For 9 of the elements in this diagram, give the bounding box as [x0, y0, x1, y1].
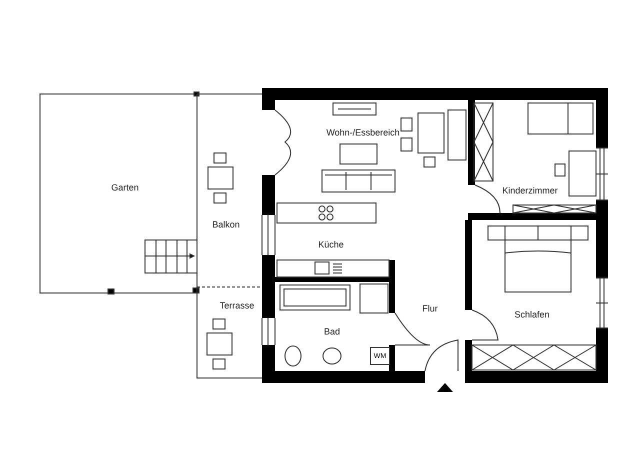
- room-label: Küche: [318, 240, 344, 250]
- room-label: Garten: [111, 184, 139, 192]
- room-label: Wohn-/Essbereich: [326, 128, 400, 138]
- room-label: Terrasse: [220, 302, 254, 310]
- room-label: Bad: [324, 328, 340, 336]
- room-label: Balkon: [212, 220, 240, 230]
- room-label: Kinderzimmer: [502, 186, 558, 196]
- room-label: Schlafen: [514, 310, 550, 320]
- room-label: Flur: [422, 304, 438, 314]
